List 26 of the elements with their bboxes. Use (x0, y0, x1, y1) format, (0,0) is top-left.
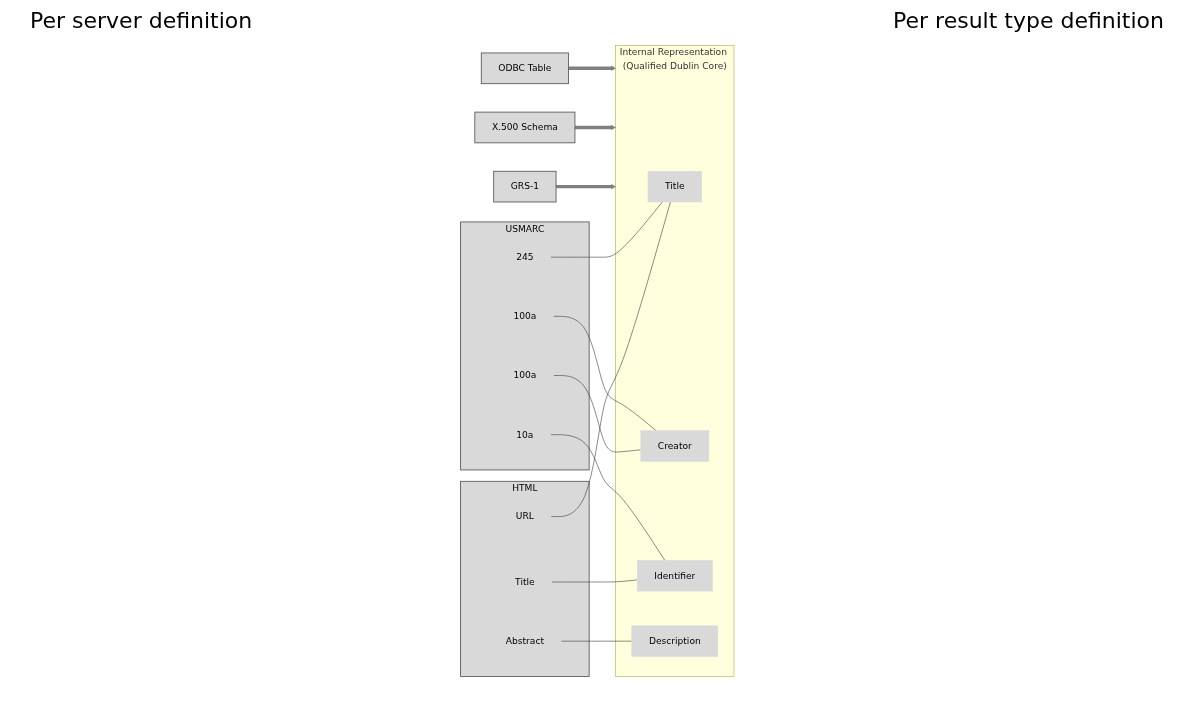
node-box: Creator (640, 430, 709, 462)
node-box: Title (647, 171, 702, 203)
connector (560, 640, 632, 642)
node-box: Description (631, 625, 718, 657)
node-text: 10a (516, 428, 534, 440)
node-box: ODBC Table (480, 52, 569, 85)
node-text: 100a (513, 310, 537, 322)
node-box: X.500 Schema (474, 111, 576, 144)
connector (552, 316, 657, 431)
node-box: Identifier (636, 560, 713, 592)
node-box: GRS-1 (493, 170, 557, 203)
node-text: 245 (515, 251, 534, 263)
arrow (555, 184, 616, 190)
node-text: Title (514, 576, 535, 588)
connector (550, 201, 663, 258)
node-text: Abstract (505, 635, 544, 647)
connector (549, 434, 665, 561)
section-heading: Per result type definition (893, 8, 1164, 33)
arrow (574, 124, 616, 130)
node-text: URL (515, 510, 534, 522)
connector (552, 375, 641, 453)
node-text: 100a (513, 369, 537, 381)
connector (551, 579, 638, 583)
section-heading: Per server definition (30, 8, 253, 33)
arrow (568, 65, 616, 71)
connector (550, 201, 671, 517)
